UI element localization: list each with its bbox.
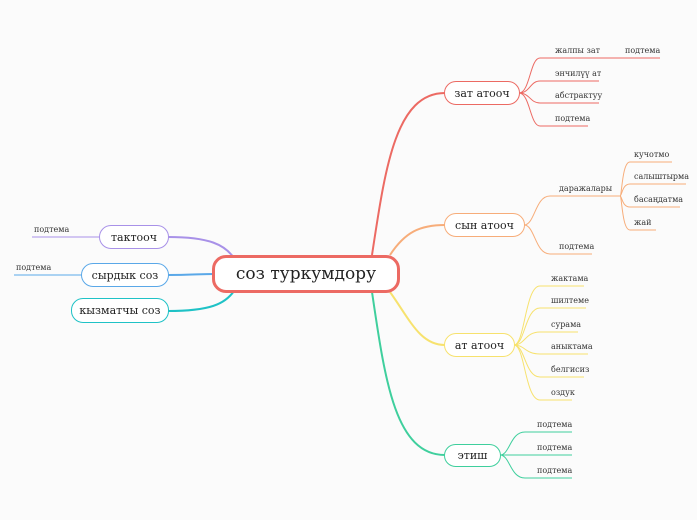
subtopic-shilteme[interactable]: шилтеме [551, 296, 589, 305]
connector-kyzmatchy [167, 290, 235, 312]
subtopic-ozduk[interactable]: оздук [551, 388, 575, 397]
subtopic-basandatma[interactable]: басаңдатма [634, 195, 684, 204]
subtopic-etish-3[interactable]: подтема [537, 466, 573, 475]
topic-syn-atooch[interactable]: сын атооч [444, 213, 525, 237]
subtopic-zhalpy-zat[interactable]: жалпы зат [555, 46, 601, 55]
connector-at [389, 291, 446, 346]
subtopic-etish-1[interactable]: подтема [537, 420, 573, 429]
subtopic-enchiluu-at[interactable]: энчилүү ат [555, 69, 602, 78]
connector-taktooch [167, 236, 235, 259]
connector-zat [371, 92, 446, 256]
subtopic-zhaktama[interactable]: жактама [551, 274, 589, 283]
central-topic[interactable]: соз туркумдору [212, 255, 400, 293]
subtopic-anyktama[interactable]: аныктама [551, 342, 593, 351]
subtopic-darazhalary[interactable]: даражалары [559, 184, 613, 193]
subtopic-kuchotmo[interactable]: кучотмо [634, 150, 670, 159]
connector-syrdyk [167, 273, 215, 276]
connector-etish [371, 291, 446, 456]
subtopic-syrdyk-1[interactable]: подтема [16, 263, 52, 272]
subtopic-surama[interactable]: сурама [551, 320, 582, 329]
subtopic-syn-podtema[interactable]: подтема [559, 242, 595, 251]
topic-syrdyk-soz[interactable]: сырдык соз [81, 263, 169, 287]
subtopic-zat-podtema[interactable]: подтема [555, 114, 591, 123]
subtopic-taktooch-1[interactable]: подтема [34, 225, 70, 234]
topic-taktooch[interactable]: тактооч [99, 225, 169, 249]
subtopic-salyshtyrma[interactable]: салыштырма [634, 172, 690, 181]
connector-syn [389, 224, 446, 256]
topic-kyzmatchy-soz[interactable]: кызматчы соз [71, 298, 169, 323]
topic-zat-atooch[interactable]: зат атооч [444, 81, 520, 105]
subtopic-etish-2[interactable]: подтема [537, 443, 573, 452]
topic-etish[interactable]: этиш [444, 444, 501, 467]
topic-at-atooch[interactable]: ат атооч [444, 333, 515, 357]
subtopic-zhalpy-zat-child[interactable]: подтема [625, 46, 661, 55]
subtopic-abstraktuu[interactable]: абстрактуу [555, 91, 603, 100]
subtopic-zhai[interactable]: жай [634, 218, 652, 227]
subtopic-belgisiz[interactable]: белгисиз [551, 365, 590, 374]
